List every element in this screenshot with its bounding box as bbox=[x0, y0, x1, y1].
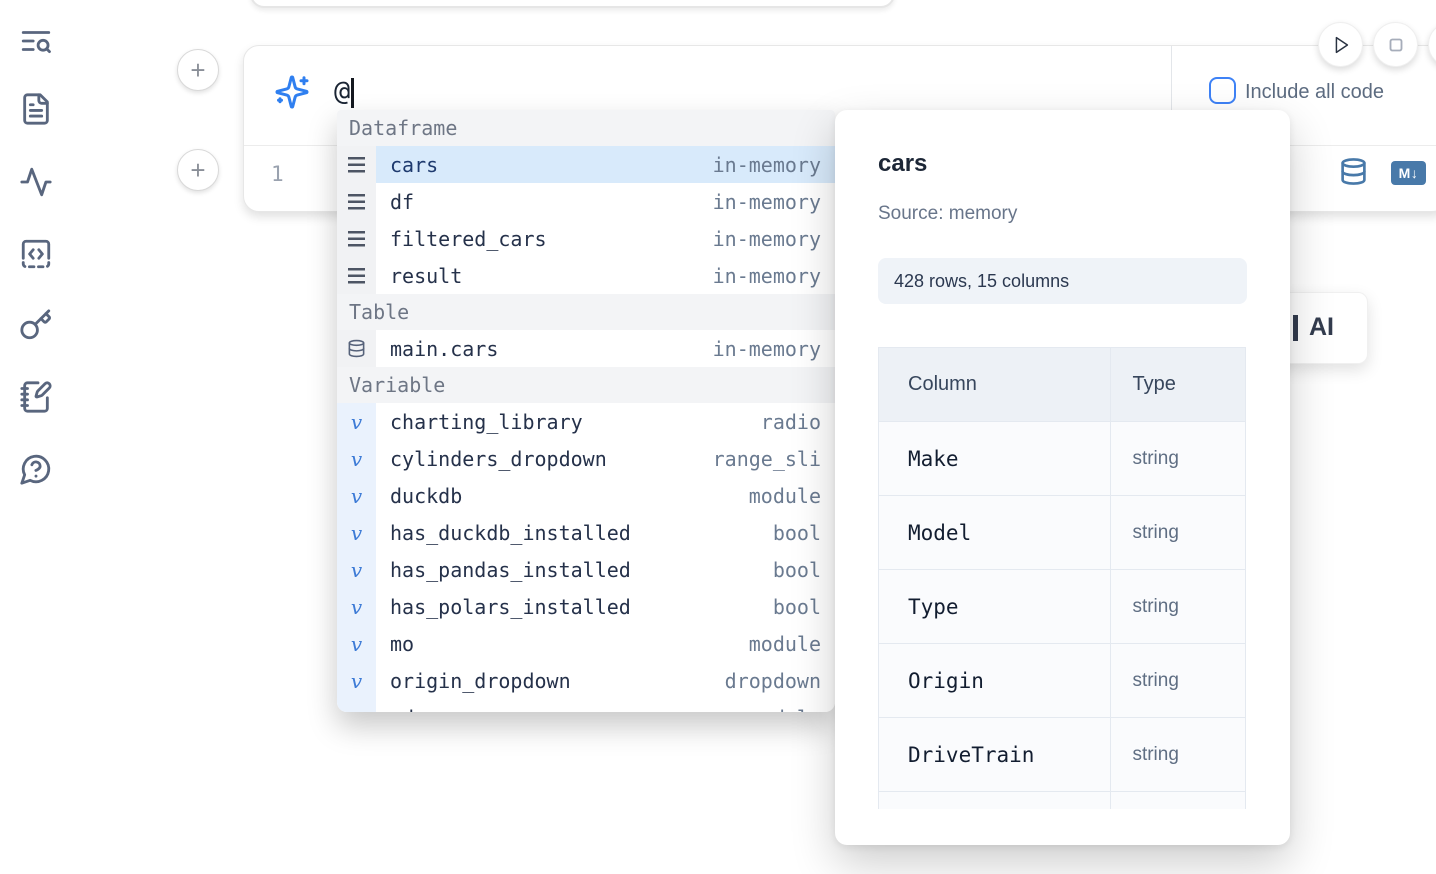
preview-title: cars bbox=[878, 150, 928, 177]
preview-source: Source: memory bbox=[878, 203, 1018, 224]
previous-cell-edge bbox=[250, 0, 895, 8]
file-search-icon[interactable] bbox=[19, 24, 53, 58]
variable-icon: v bbox=[337, 625, 376, 662]
markdown-icon[interactable]: M↓ bbox=[1391, 161, 1426, 185]
clipped-letter bbox=[1293, 314, 1298, 341]
prompt-divider bbox=[1171, 46, 1172, 146]
file-document-icon[interactable] bbox=[19, 92, 53, 126]
section-header-table: Table bbox=[337, 294, 835, 330]
run-cell-button[interactable] bbox=[1318, 22, 1363, 67]
schema-table-wrap: Column Type Make string Model string Typ… bbox=[878, 347, 1247, 809]
dataframe-icon bbox=[337, 183, 376, 220]
code-editor-row[interactable]: 1 M↓ bbox=[244, 146, 1436, 212]
datasource-database-icon[interactable] bbox=[1339, 157, 1368, 186]
table-row-partial bbox=[878, 791, 1246, 809]
completion-item-pd[interactable]: v pdmodule bbox=[337, 699, 835, 712]
dataframe-preview-panel: cars Source: memory 428 rows, 15 columns… bbox=[835, 110, 1290, 845]
add-cell-above-button[interactable]: + bbox=[177, 49, 219, 91]
section-header-dataframe: Dataframe bbox=[337, 110, 835, 146]
include-all-code-checkbox[interactable] bbox=[1209, 77, 1236, 104]
ai-sparkle-icon bbox=[274, 74, 310, 110]
stop-button[interactable] bbox=[1373, 22, 1418, 67]
dataframe-icon bbox=[337, 146, 376, 183]
variable-icon: v bbox=[337, 551, 376, 588]
variable-icon: v bbox=[337, 477, 376, 514]
table-row: Model string bbox=[878, 495, 1246, 570]
section-header-variable: Variable bbox=[337, 367, 835, 403]
table-row: Make string bbox=[878, 421, 1246, 496]
ai-prompt-input[interactable]: @ bbox=[334, 76, 354, 108]
include-all-code-label: Include all code bbox=[1245, 81, 1384, 103]
dataframe-icon bbox=[337, 220, 376, 257]
table-row: Origin string bbox=[878, 643, 1246, 718]
variable-icon: v bbox=[337, 440, 376, 477]
variable-icon: v bbox=[337, 514, 376, 551]
key-icon[interactable] bbox=[19, 308, 53, 342]
variable-icon: v bbox=[337, 662, 376, 699]
line-number: 1 bbox=[271, 162, 284, 186]
add-cell-below-button[interactable]: + bbox=[177, 149, 219, 191]
ai-label: AI bbox=[1309, 313, 1334, 341]
table-row: Type string bbox=[878, 569, 1246, 644]
table-row: DriveTrain string bbox=[878, 717, 1246, 792]
scratchpad-notebook-icon[interactable] bbox=[19, 380, 53, 414]
text-cursor bbox=[351, 77, 354, 108]
snippets-code-icon[interactable] bbox=[19, 237, 53, 271]
table-database-icon bbox=[337, 330, 376, 367]
schema-header-row: Column Type bbox=[878, 347, 1246, 422]
type-header: Type bbox=[1110, 347, 1246, 422]
help-chat-icon[interactable] bbox=[19, 452, 53, 486]
schema-table: Column Type Make string Model string Typ… bbox=[878, 347, 1246, 809]
dataframe-icon bbox=[337, 257, 376, 294]
column-header: Column bbox=[878, 347, 1112, 422]
activity-icon[interactable] bbox=[19, 165, 53, 199]
variable-icon: v bbox=[337, 588, 376, 625]
variable-icon: v bbox=[337, 403, 376, 440]
rows-columns-badge: 428 rows, 15 columns bbox=[878, 258, 1247, 304]
variable-icon: v bbox=[337, 699, 376, 712]
